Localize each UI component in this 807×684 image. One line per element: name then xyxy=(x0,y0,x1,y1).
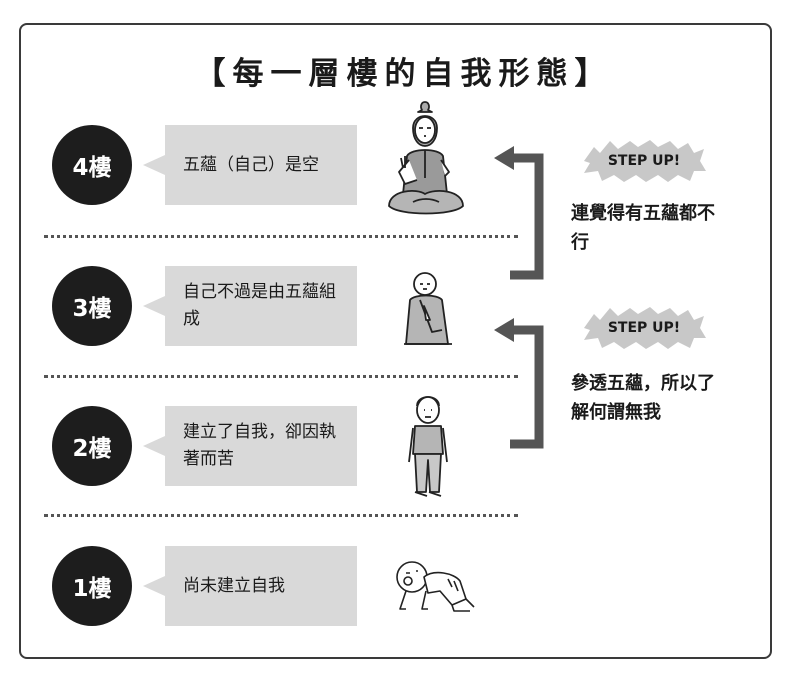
step-up-label-lower: STEP UP! xyxy=(607,320,681,336)
step-up-badge-lower: STEP UP! xyxy=(580,306,708,350)
step-up-caption-lower: 參透五蘊，所以了解何謂無我 xyxy=(571,373,715,423)
floor-4-bubble: 五蘊（自己）是空 xyxy=(143,125,357,205)
starburst-badge-shape xyxy=(584,140,706,182)
floor-2-bubble: 建立了自我，卻因執著而苦 xyxy=(143,406,357,486)
step-up-arrow-2-to-3 xyxy=(494,318,544,449)
standing-boy-icon xyxy=(408,396,448,497)
floor-divider-2-1 xyxy=(44,514,518,517)
diagram-title: 【每一層樓的自我形態】 xyxy=(194,56,613,92)
meditating-buddha-icon xyxy=(388,101,464,215)
floor-divider-3-2 xyxy=(44,375,518,378)
floor-2-text: 建立了自我，卻因執著而苦 xyxy=(183,422,336,469)
floor-1-text: 尚未建立自我 xyxy=(183,575,285,596)
step-up-label-upper: STEP UP! xyxy=(607,153,681,169)
praying-monk-icon xyxy=(404,272,452,345)
floor-1-bubble: 尚未建立自我 xyxy=(143,546,357,626)
diagram-frame xyxy=(19,23,772,659)
step-up-badge-upper: STEP UP! xyxy=(580,139,708,183)
floor-1-circle: 1樓 xyxy=(52,546,132,626)
step-up-arrow-3-to-4 xyxy=(494,146,544,280)
floor-3-bubble: 自己不過是由五蘊組成 xyxy=(143,266,357,346)
step-up-caption-upper: 連覺得有五蘊都不行 xyxy=(571,203,715,253)
floor-2-circle: 2樓 xyxy=(52,406,132,486)
floor-3-circle: 3樓 xyxy=(52,266,132,346)
floor-divider-4-3 xyxy=(44,235,518,238)
starburst-badge-shape xyxy=(584,307,706,349)
floor-4-circle: 4樓 xyxy=(52,125,132,205)
floor-4-text: 五蘊（自己）是空 xyxy=(183,154,319,175)
floor-3-text: 自己不過是由五蘊組成 xyxy=(183,282,336,329)
crawling-baby-icon xyxy=(396,561,475,612)
